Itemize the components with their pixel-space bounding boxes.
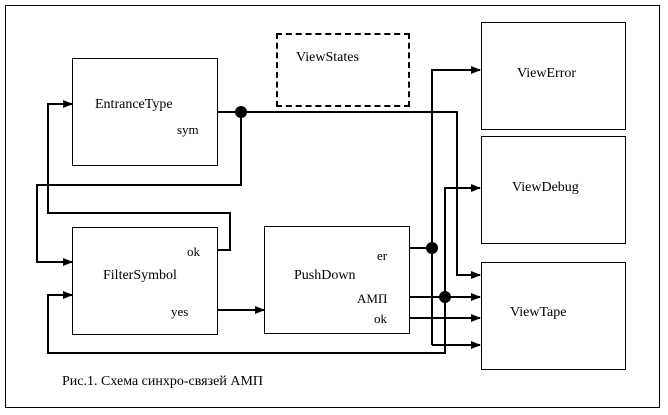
filter-symbol-port-ok: ok — [187, 244, 200, 259]
view-tape-title: ViewTape — [510, 305, 567, 320]
junction-dot — [439, 291, 451, 303]
diagram-frame — [5, 5, 660, 408]
push-down-port-ok: ok — [374, 311, 387, 326]
view-debug-block: ViewDebug — [481, 136, 626, 244]
push-down-title: PushDown — [294, 268, 356, 283]
entrance-type-port-sym: sym — [177, 122, 199, 137]
view-states-title: ViewStates — [296, 50, 359, 65]
junction-dot — [426, 242, 438, 254]
view-error-title: ViewError — [517, 66, 577, 81]
junction-dot — [235, 106, 247, 118]
push-down-block: er PushDown АМП ok — [264, 226, 410, 334]
view-error-block: ViewError — [481, 22, 626, 130]
view-states-block: ViewStates — [276, 33, 410, 107]
view-debug-title: ViewDebug — [512, 180, 579, 195]
filter-symbol-port-yes: yes — [171, 304, 189, 319]
entrance-type-title: EntranceType — [95, 97, 173, 112]
wire-amp-to-viewdebug — [444, 184, 481, 297]
wire-sym-bus — [217, 111, 481, 279]
view-tape-block: ViewTape — [481, 262, 626, 370]
filter-symbol-title: FilterSymbol — [103, 268, 177, 283]
wire-ok-to-entrance — [47, 100, 231, 251]
figure-caption: Рис.1. Схема синхро-связей АМП — [62, 374, 264, 389]
push-down-port-er: er — [377, 248, 388, 263]
wire-amp-to-filter — [47, 291, 446, 354]
filter-symbol-block: ok FilterSymbol yes — [72, 227, 218, 335]
entrance-type-block: EntranceType sym — [72, 58, 218, 166]
push-down-port-amp: АМП — [357, 291, 388, 306]
wire-sym-to-filter — [36, 112, 242, 266]
